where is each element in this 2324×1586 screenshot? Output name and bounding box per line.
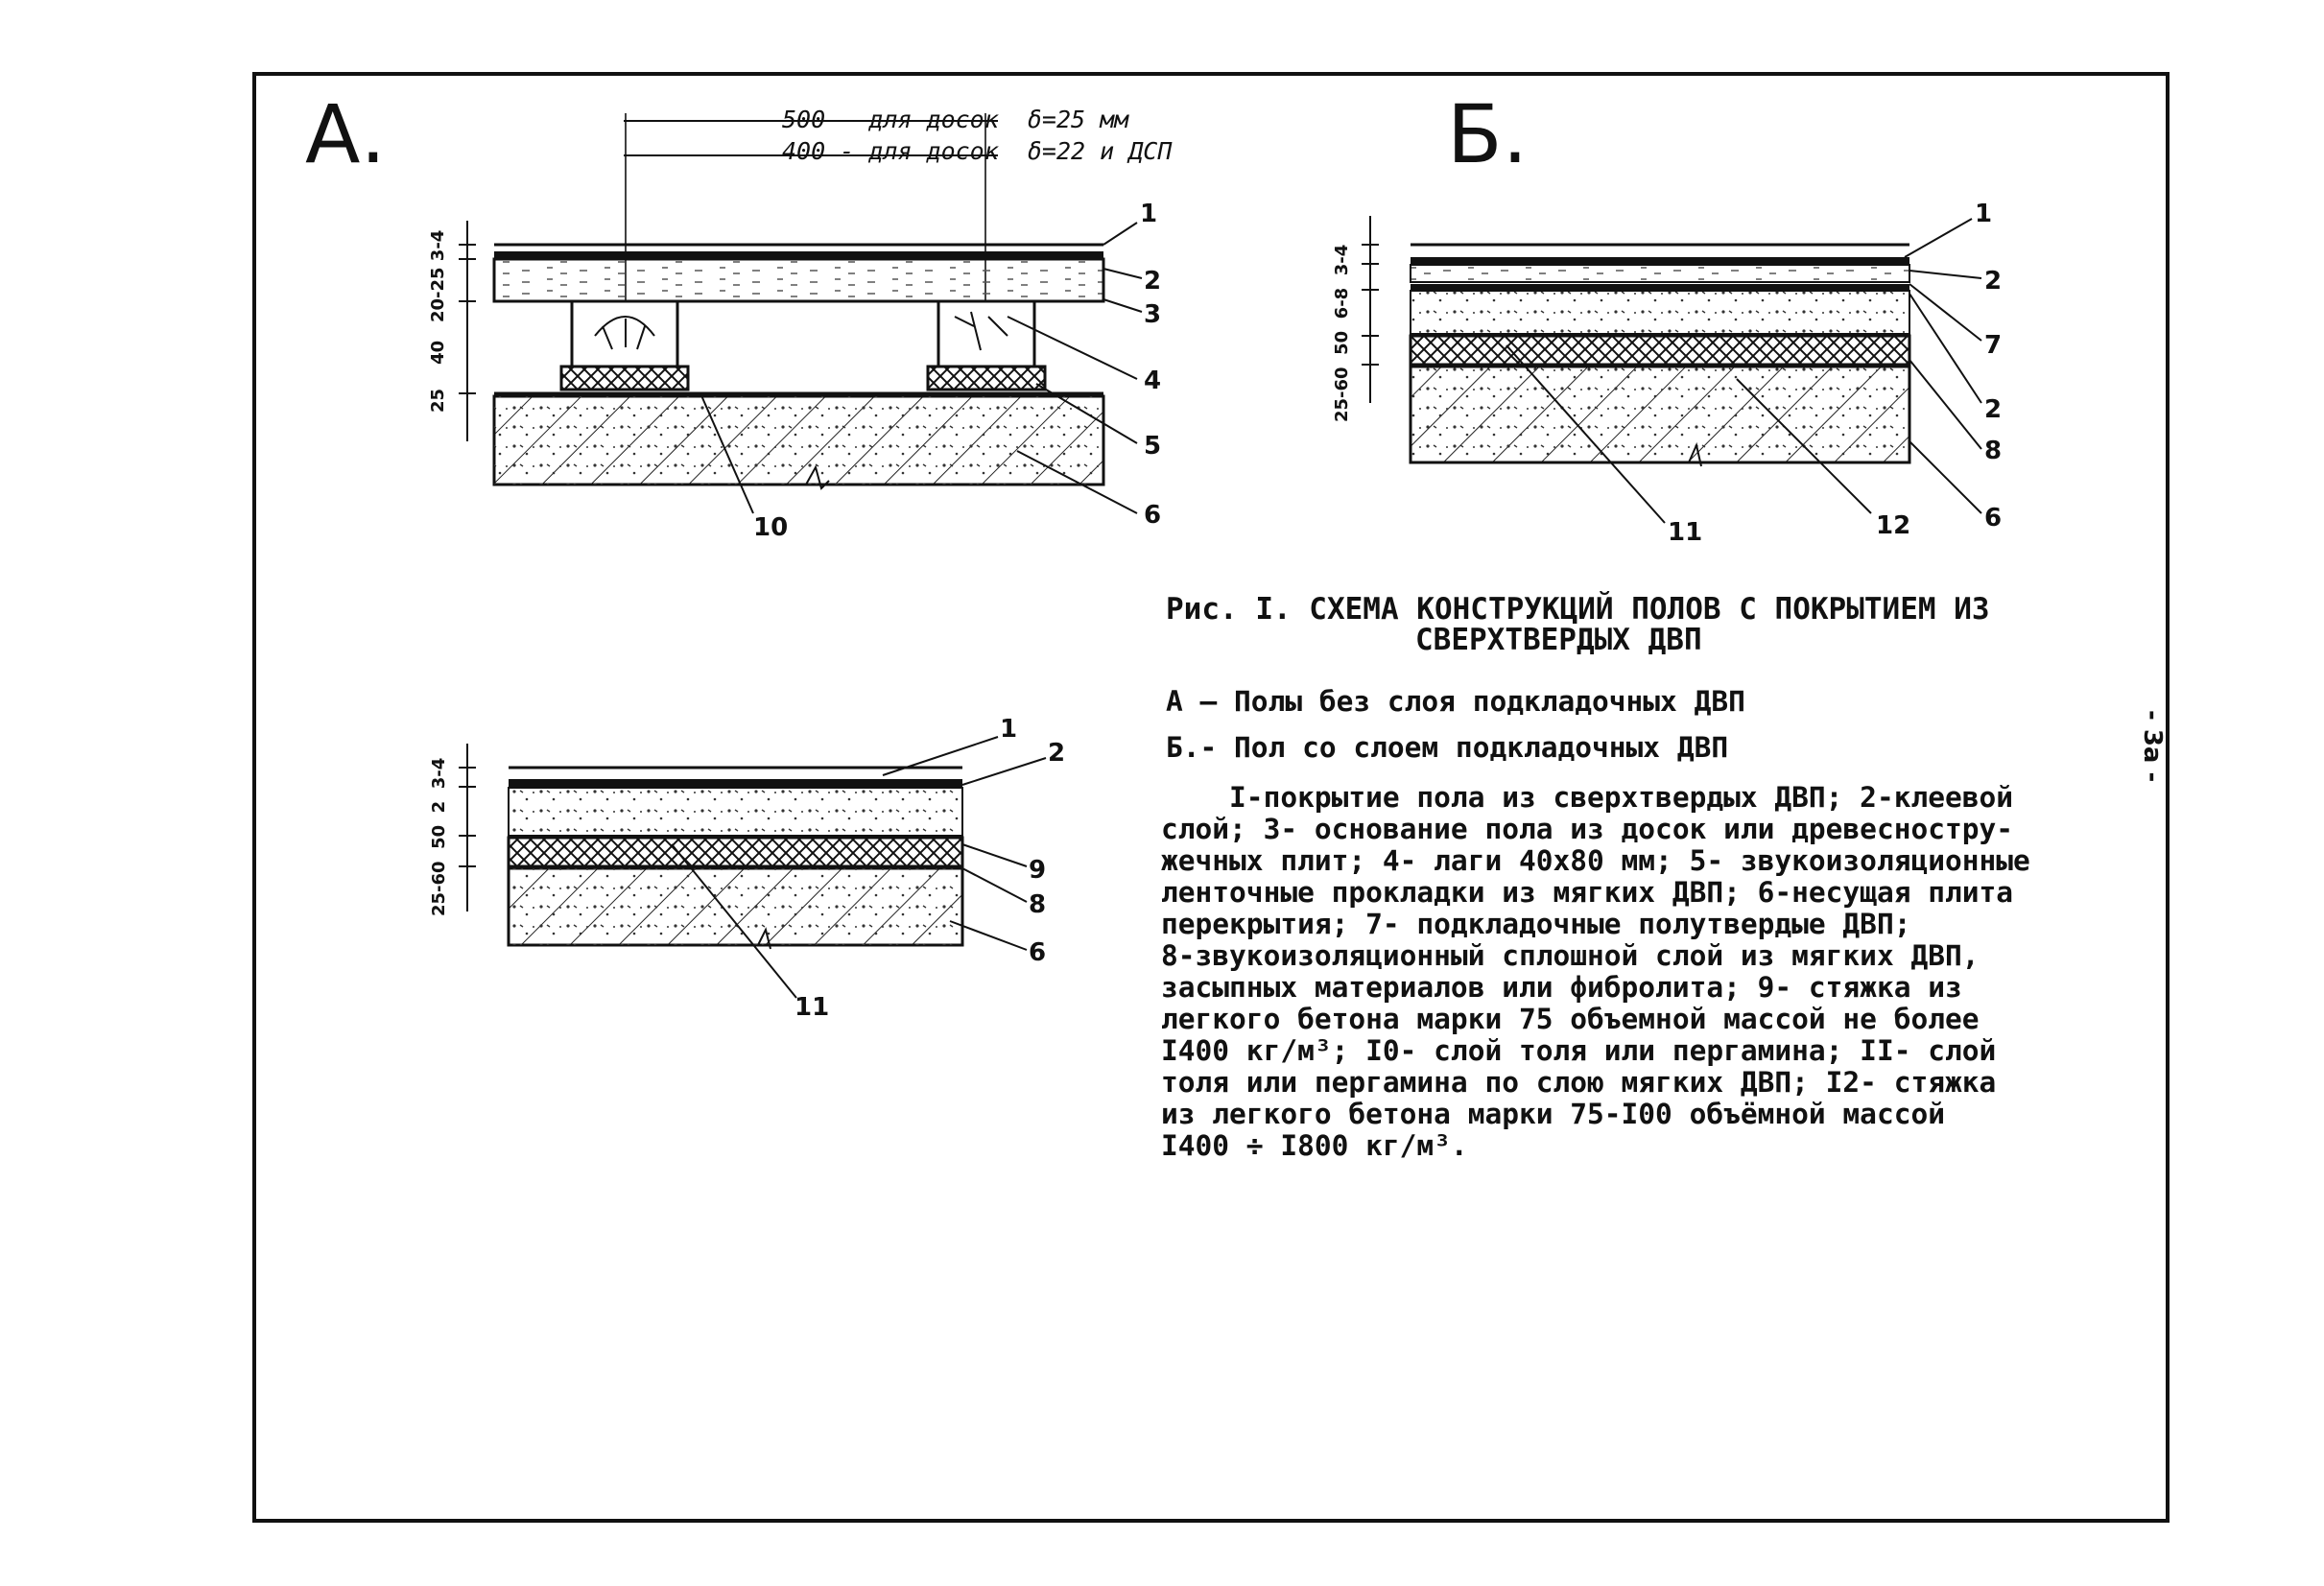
page-number: - 3а - bbox=[2138, 710, 2167, 783]
panel-b-letter: Б. bbox=[1447, 87, 1529, 181]
panel-c-callout-11: 11 bbox=[794, 993, 830, 1022]
panel-a-vertical-dimensions: 25 40 20-25 3-4 bbox=[428, 229, 448, 413]
legend-body-line: жечных плит; 4- лаги 40х80 мм; 5- звукои… bbox=[1161, 844, 2030, 878]
legend-body-line: слой; 3- основание пола из досок или дре… bbox=[1161, 813, 2014, 846]
legend-body-line: из легкого бетона марки 75-I00 объёмной … bbox=[1161, 1098, 1945, 1131]
legend-body-line: I-покрытие пола из сверхтвердых ДВП; 2-к… bbox=[1161, 781, 2014, 814]
panel-b-callout-11: 11 bbox=[1668, 518, 1703, 547]
panel-b-callout-12: 12 bbox=[1876, 511, 1911, 540]
legend-body-line: толя или пергамина по слою мягких ДВП; I… bbox=[1161, 1066, 1997, 1100]
panel-a-dim-top-2: 400 - для досок δ=22 и ДСП bbox=[782, 137, 1173, 165]
legend-body-line: I400 кг/м³; I0- слой толя или пергамина;… bbox=[1161, 1034, 1997, 1068]
panel-a-callout-4: 4 bbox=[1144, 367, 1162, 395]
panel-b-callout-8: 8 bbox=[1984, 437, 2003, 465]
panel-a-callout-10: 10 bbox=[753, 513, 789, 542]
panel-c-callout-8: 8 bbox=[1029, 890, 1047, 919]
panel-c-callout-6: 6 bbox=[1029, 938, 1047, 967]
legend-a: А – Полы без слоя подкладочных ДВП bbox=[1166, 685, 1745, 718]
figure-caption-line-1: Рис. I. СХЕМА КОНСТРУКЦИЙ ПОЛОВ С ПОКРЫТ… bbox=[1166, 592, 1990, 627]
panel-b-callout-2a: 2 bbox=[1984, 267, 2003, 296]
panel-c-vertical-dimensions: 25-60 50 2 3-4 bbox=[429, 757, 449, 916]
panel-b-callout-6: 6 bbox=[1984, 504, 2003, 533]
panel-b-vertical-dimensions: 25-60 50 6-8 3-4 bbox=[1332, 244, 1352, 422]
panel-c-section bbox=[459, 736, 1047, 999]
panel-a-dim-top-1: 500 — для досок δ=25 мм bbox=[782, 106, 1129, 133]
panel-b-section bbox=[1362, 216, 1982, 524]
panel-a-callout-1: 1 bbox=[1140, 200, 1158, 228]
legend-body-line: I400 ÷ I800 кг/м³. bbox=[1161, 1129, 1468, 1163]
panel-a-callout-3: 3 bbox=[1144, 300, 1162, 329]
panel-a-callout-2: 2 bbox=[1144, 267, 1162, 296]
legend-b: Б.- Пол со слоем подкладочных ДВП bbox=[1166, 731, 1729, 764]
panel-a-section bbox=[459, 113, 1143, 514]
panel-b-callout-7: 7 bbox=[1984, 331, 2003, 360]
legend-body: I-покрытие пола из сверхтвердых ДВП; 2-к… bbox=[1161, 781, 2030, 1163]
sheet-border bbox=[252, 72, 2170, 1523]
figure-caption-line-2: СВЕРХТВЕРДЫХ ДВП bbox=[1415, 623, 1702, 657]
panel-a-callout-5: 5 bbox=[1144, 432, 1162, 461]
legend-body-line: ленточные прокладки из мягких ДВП; 6-нес… bbox=[1161, 876, 2014, 910]
panel-a-letter: А. bbox=[305, 87, 387, 181]
panel-c-callout-2: 2 bbox=[1048, 739, 1066, 768]
panel-b-callout-2b: 2 bbox=[1984, 395, 2003, 424]
legend-body-line: 8-звукоизоляционный сплошной слой из мяг… bbox=[1161, 939, 1980, 973]
panel-c-callout-1: 1 bbox=[1000, 715, 1018, 744]
panel-c-callout-9: 9 bbox=[1029, 856, 1047, 885]
panel-a-callout-6: 6 bbox=[1144, 501, 1162, 530]
legend-body-line: засыпных материалов или фибролита; 9- ст… bbox=[1161, 971, 1962, 1005]
legend-body-line: перекрытия; 7- подкладочные полутвердые … bbox=[1161, 908, 1911, 941]
panel-b-callout-1: 1 bbox=[1975, 200, 1993, 228]
legend-body-line: легкого бетона марки 75 объемной массой … bbox=[1161, 1003, 1980, 1036]
